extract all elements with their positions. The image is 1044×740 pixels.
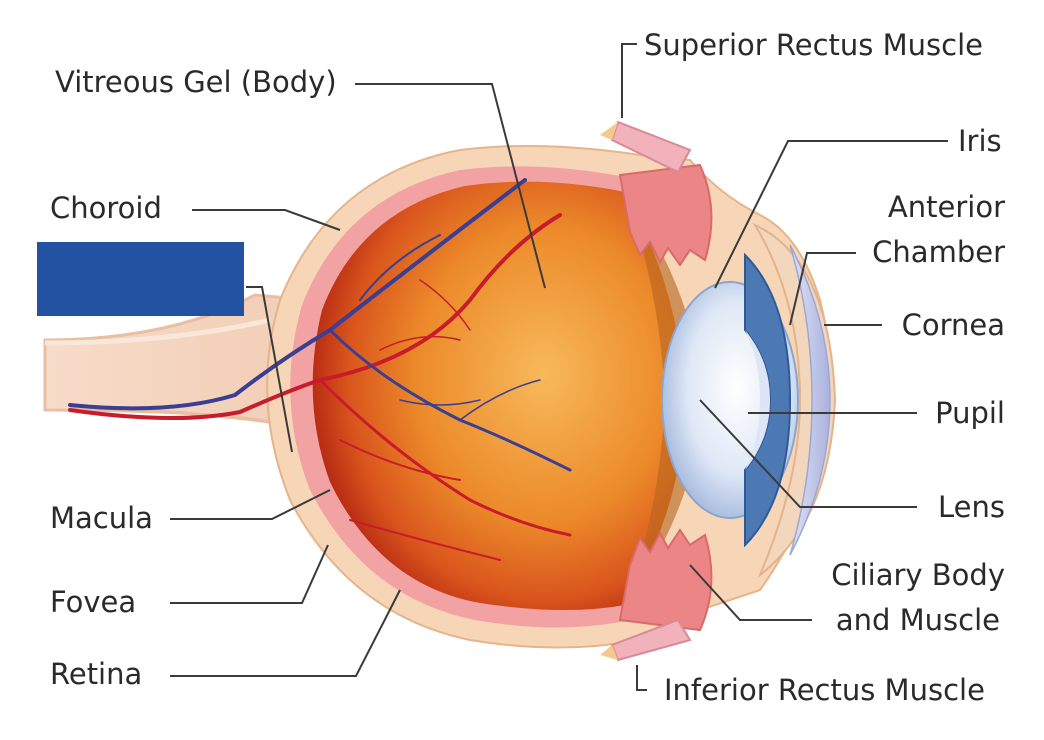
hidden-label-box xyxy=(37,242,244,316)
label-cornea: Cornea xyxy=(902,308,1005,342)
label-inferior-rectus: Inferior Rectus Muscle xyxy=(664,673,985,707)
label-anterior-chamber-1: Anterior xyxy=(888,190,1005,224)
label-pupil: Pupil xyxy=(935,396,1005,430)
label-choroid: Choroid xyxy=(50,191,162,225)
label-superior-rectus: Superior Rectus Muscle xyxy=(644,28,983,62)
label-retina: Retina xyxy=(50,657,142,691)
label-ciliary-2: and Muscle xyxy=(836,603,1000,637)
labels: Vitreous Gel (Body) Choroid Macula Fovea… xyxy=(50,28,1005,707)
blood-vessels xyxy=(68,178,572,561)
ciliary-body-bottom xyxy=(618,528,713,632)
leader-lines xyxy=(170,43,948,691)
label-anterior-chamber-2: Chamber xyxy=(872,235,1005,269)
label-vitreous: Vitreous Gel (Body) xyxy=(55,65,337,99)
ciliary-body-top xyxy=(618,163,713,267)
label-fovea: Fovea xyxy=(50,585,136,619)
label-macula: Macula xyxy=(50,501,153,535)
label-iris: Iris xyxy=(958,124,1002,158)
label-ciliary-1: Ciliary Body xyxy=(831,558,1005,592)
label-lens: Lens xyxy=(938,490,1005,524)
